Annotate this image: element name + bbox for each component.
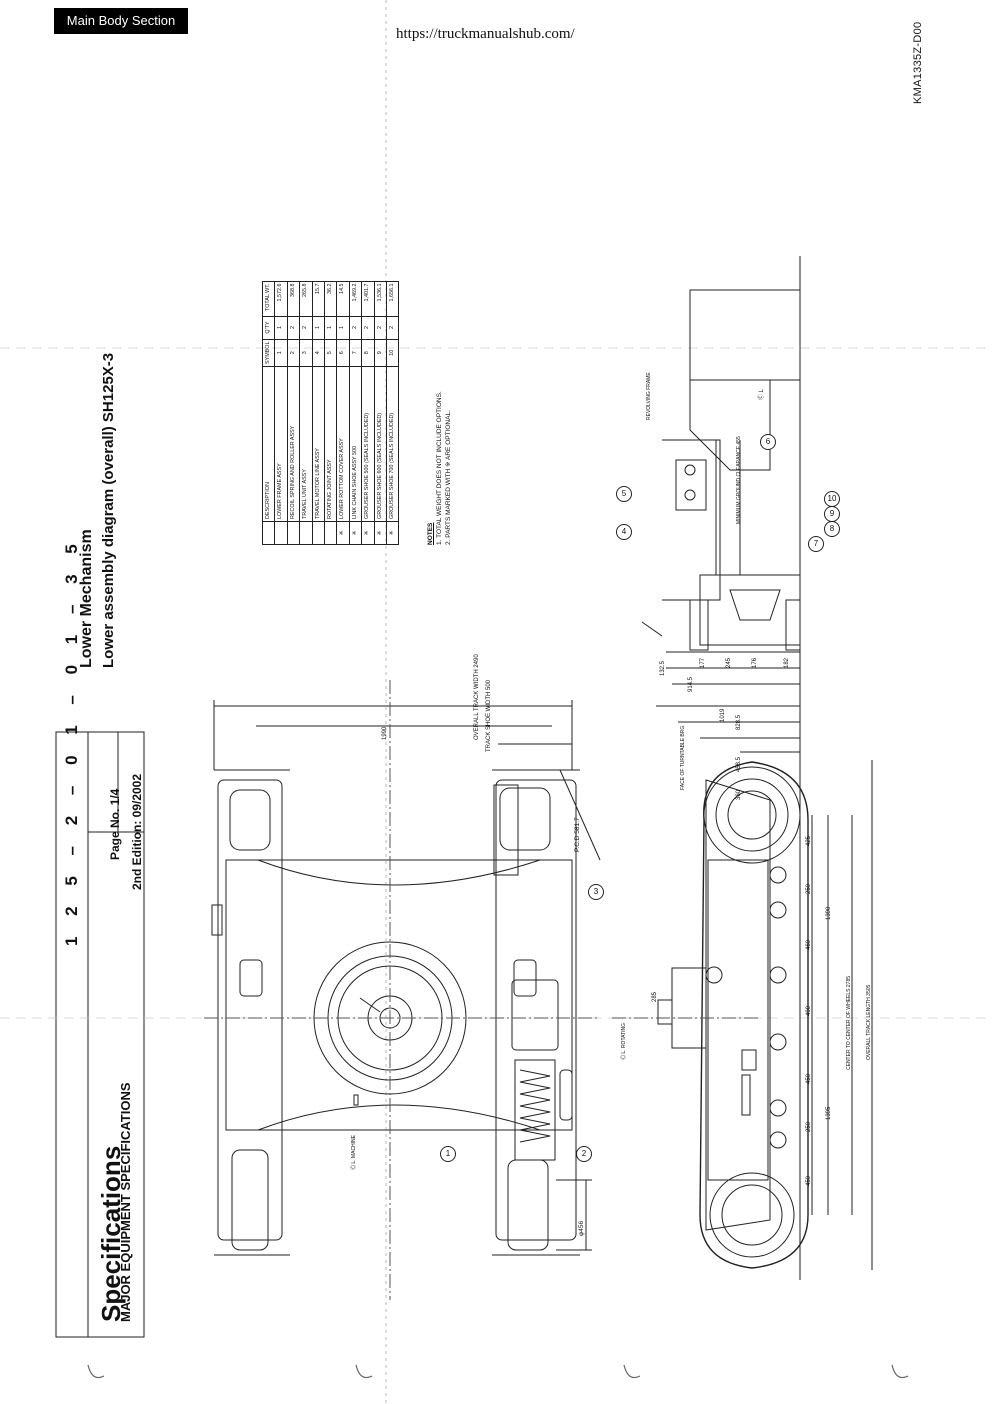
callout-1: 1 bbox=[440, 1146, 456, 1162]
label-phi-456: φ456 bbox=[578, 1220, 585, 1236]
label-914-5: 914.5 bbox=[688, 676, 694, 692]
label-450a: 450 bbox=[806, 1073, 812, 1084]
label-490: 490 bbox=[806, 1005, 812, 1016]
label-245: 245 bbox=[726, 657, 732, 668]
label-overall-track-width: OVERALL TRACK WIDTH 2490 bbox=[474, 654, 480, 740]
label-285: 285 bbox=[652, 991, 658, 1002]
callout-3: 3 bbox=[588, 884, 604, 900]
label-828-5: 828.5 bbox=[736, 714, 742, 730]
label-track-shoe-width: TRACK SHOE WIDTH 500 bbox=[486, 679, 492, 752]
label-rotating-line: Ⓒ L. ROTATING bbox=[621, 1022, 627, 1060]
label-132-5: 132.5 bbox=[660, 660, 666, 676]
label-450b: 450 bbox=[806, 1175, 812, 1186]
label-overall-track-length: OVERALL TRACK LENGTH 3505 bbox=[866, 984, 872, 1060]
callout-5: 5 bbox=[616, 486, 632, 502]
source-url[interactable]: https://truckmanualshub.com/ bbox=[396, 26, 575, 42]
label-center-line: Ⓒ L. MACHINE bbox=[351, 1134, 357, 1170]
label-center-wheels: CENTER TO CENTER OF WHEELS 2785 bbox=[846, 975, 852, 1070]
callout-10: 10 bbox=[824, 491, 840, 507]
label-250a: 250 bbox=[806, 883, 812, 894]
label-1395: 1395 bbox=[826, 1106, 832, 1120]
callout-4: 4 bbox=[616, 524, 632, 540]
label-425: 425 bbox=[806, 835, 812, 846]
label-revolving-frame: REVOLVING FRAME bbox=[646, 372, 652, 420]
label-182: 182 bbox=[784, 657, 790, 668]
section-tag: Main Body Section bbox=[54, 8, 188, 34]
callout-6: 6 bbox=[760, 434, 776, 450]
label-face-turntable: FACE OF TURNTABLE BRG. bbox=[680, 724, 686, 790]
label-458-5: 458.5 bbox=[736, 756, 742, 772]
label-cl: Ⓒ L bbox=[759, 388, 765, 400]
label-min-clearance: MINIMUM GROUND CLEARANCE 455 bbox=[736, 436, 742, 524]
callout-8: 8 bbox=[824, 521, 840, 537]
label-track-gauge: 1990 bbox=[382, 726, 388, 740]
label-460: 460 bbox=[806, 939, 812, 950]
label-177: 177 bbox=[700, 657, 706, 668]
callout-2: 2 bbox=[576, 1146, 592, 1162]
label-1019: 1019 bbox=[720, 708, 726, 722]
label-1390: 1390 bbox=[826, 906, 832, 920]
label-pcd: P.C.D 581.7 bbox=[574, 817, 581, 852]
label-250b: 250 bbox=[806, 1121, 812, 1132]
callout-7: 7 bbox=[808, 536, 824, 552]
callout-9: 9 bbox=[824, 506, 840, 522]
label-360: 360 bbox=[736, 789, 742, 800]
label-176: 176 bbox=[752, 657, 758, 668]
